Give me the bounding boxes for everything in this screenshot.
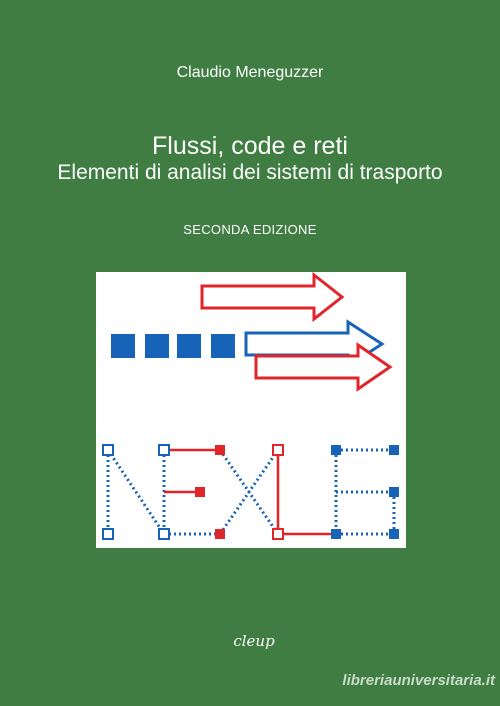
queue-square-3 (177, 334, 201, 358)
node-solid-blue (389, 487, 399, 497)
book-subtitle: Elementi di analisi dei sistemi di trasp… (57, 161, 443, 184)
node-hollow-blue (102, 444, 114, 456)
network-nodes (102, 444, 399, 540)
flow-arrow-bottom (254, 342, 393, 392)
node-hollow-blue (158, 528, 170, 540)
node-solid-blue (389, 529, 399, 539)
node-solid-red (195, 487, 205, 497)
network-blue-links (106, 448, 396, 536)
cover-illustration-svg (102, 272, 399, 540)
network-red-links (164, 448, 336, 536)
node-solid-red (215, 445, 225, 455)
node-solid-red (215, 529, 225, 539)
node-solid-blue (331, 529, 341, 539)
node-hollow-red (272, 444, 284, 456)
node-solid-blue (331, 445, 341, 455)
author-name: Claudio Meneguzzer (176, 64, 324, 81)
watermark-text: libreriauniversitaria.it (342, 672, 495, 689)
node-hollow-blue (102, 528, 114, 540)
node-solid-blue (389, 445, 399, 455)
node-hollow-red (272, 528, 284, 540)
node-hollow-blue (158, 444, 170, 456)
edition-label: SECONDA EDIZIONE (183, 222, 317, 237)
flow-arrow-top (200, 272, 345, 323)
publisher-logo: cleup (233, 632, 275, 650)
queue-square-4 (211, 334, 235, 358)
cover-illustration (96, 272, 406, 548)
queue-square-2 (145, 334, 169, 358)
queue-square-1 (111, 334, 135, 358)
book-title: Flussi, code e reti (152, 132, 348, 160)
